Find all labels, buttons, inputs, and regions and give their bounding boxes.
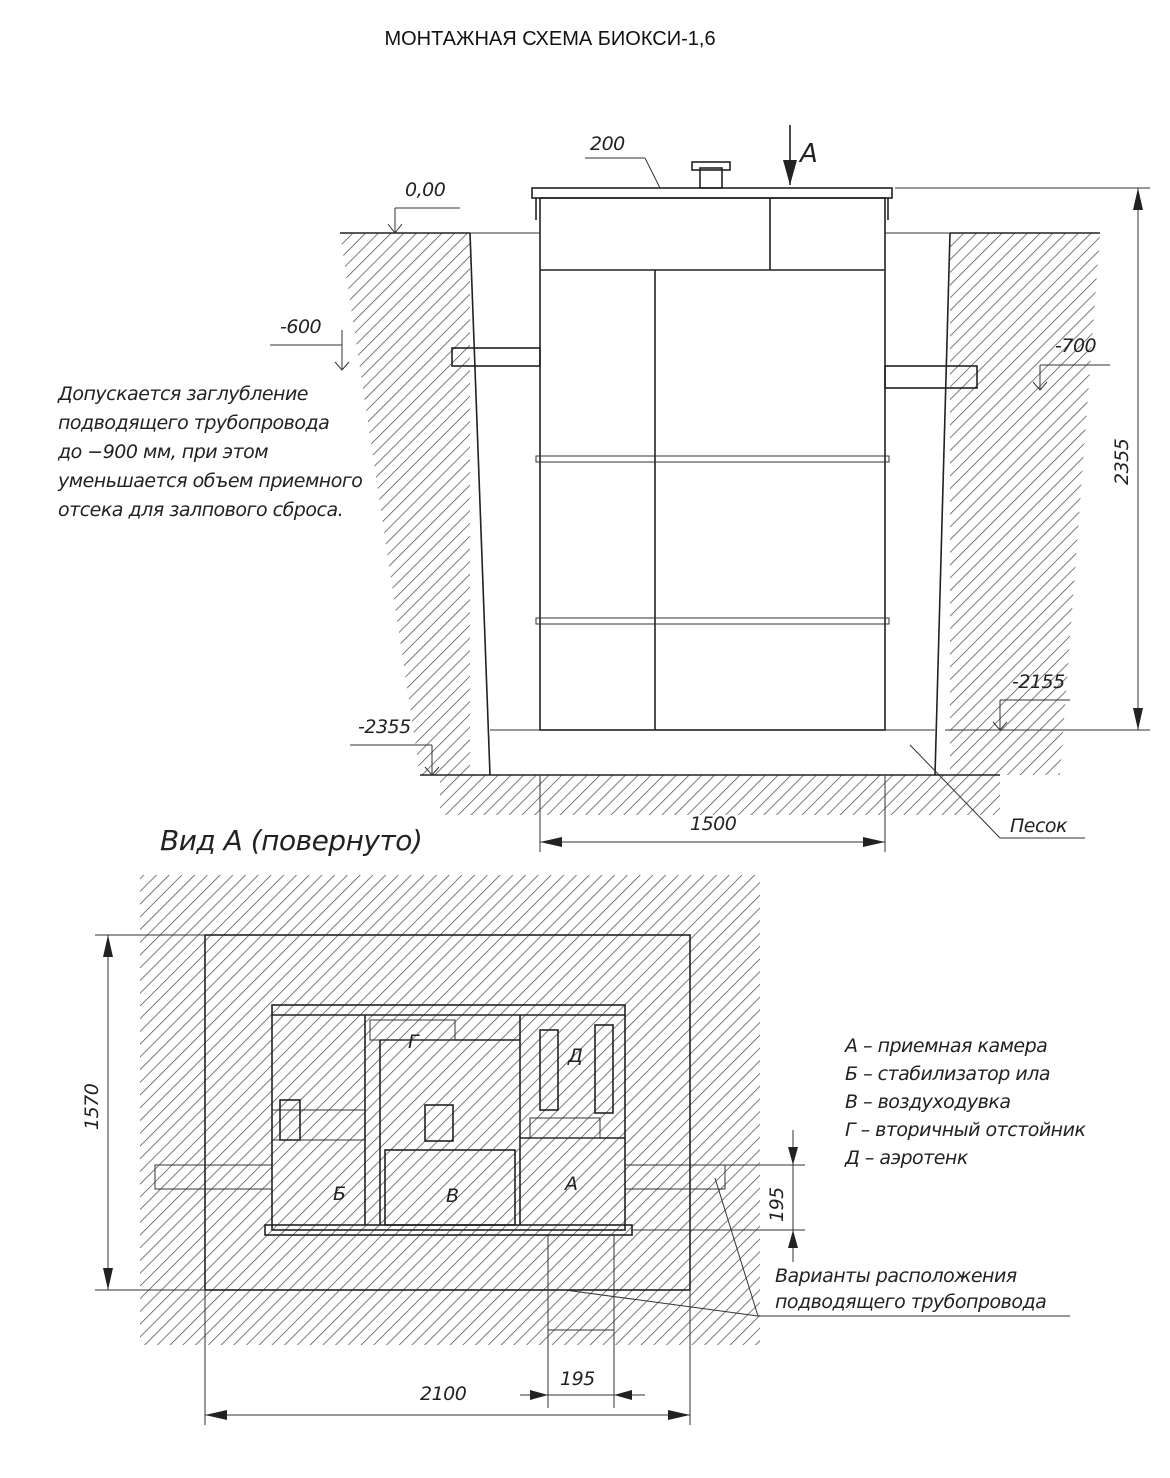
note-line: подводящего трубопровода xyxy=(58,412,329,434)
dim-width-label: 1500 xyxy=(690,813,737,835)
pipe-note-line: подводящего трубопровода xyxy=(775,1291,1046,1313)
dim-width: 1500 xyxy=(539,775,886,852)
plan-concrete xyxy=(204,934,691,1291)
legend-item: А – приемная камера xyxy=(843,1035,1047,1057)
dim-height-label: 2355 xyxy=(1111,438,1133,485)
compartment-v: В xyxy=(446,1185,459,1207)
legend-item: Д – аэротенк xyxy=(844,1147,969,1169)
inlet-pipe xyxy=(451,347,541,367)
soil-left xyxy=(340,233,490,775)
level-label-tank-bottom: -2155 xyxy=(1012,671,1065,693)
sand-label: Песок xyxy=(1010,815,1068,837)
section-view: 0,00 -600 -700 -2155 -2355 200 xyxy=(57,125,1150,852)
plan-view: Г Д Б В А 1570 2100 195 xyxy=(81,875,1087,1425)
level-label-pit-bottom: -2355 xyxy=(358,716,411,738)
dim-pipe-offset-bottom: 195 xyxy=(520,1290,645,1408)
dim-depth-label: 1570 xyxy=(81,1083,103,1130)
level-tank-bottom: -2155 xyxy=(992,671,1070,731)
tank-plan: Г Д Б В А xyxy=(264,1004,633,1236)
soil-bottom xyxy=(440,775,1000,815)
outlet-pipe xyxy=(884,365,978,389)
dim-top-offset: 200 xyxy=(585,133,661,189)
dim-plan-width-label: 2100 xyxy=(420,1383,467,1405)
dim-depth: 1570 xyxy=(81,934,205,1291)
pipe-variants-callout: Варианты расположения подводящего трубоп… xyxy=(564,1177,1070,1317)
level-label-inlet: -600 xyxy=(280,316,322,338)
compartment-a: А xyxy=(563,1173,578,1195)
note-line: Допускается заглубление xyxy=(57,383,308,405)
compartment-d: Д xyxy=(567,1045,582,1067)
note-line: до −900 мм, при этом xyxy=(57,441,268,463)
legend-item: В – воздуходувка xyxy=(845,1091,1011,1113)
compartment-g: Г xyxy=(408,1031,420,1053)
depth-note: Допускается заглубление подводящего труб… xyxy=(57,383,363,521)
dim-top-offset-label: 200 xyxy=(590,133,625,155)
compartment-b: Б xyxy=(333,1183,346,1205)
view-a-marker: А xyxy=(783,125,818,185)
sand-callout: Песок xyxy=(909,744,1085,839)
level-pit-bottom: -2355 xyxy=(350,716,440,776)
note-line: уменьшается объем приемного xyxy=(57,470,362,492)
plan-view-title: Вид А (повернуто) xyxy=(160,824,422,857)
dim-plan-width: 2100 xyxy=(204,1290,691,1425)
level-label-ground: 0,00 xyxy=(405,179,446,201)
dim-pipe-offset-side-label: 195 xyxy=(766,1187,788,1222)
legend-item: Б – стабилизатор ила xyxy=(845,1063,1050,1085)
level-inlet: -600 xyxy=(270,316,350,371)
dim-pipe-offset-side: 195 xyxy=(632,1130,805,1262)
note-line: отсека для залпового сброса. xyxy=(58,499,343,521)
pipe-note-line: Варианты расположения xyxy=(775,1265,1017,1287)
dim-height: 2355 xyxy=(895,187,1150,731)
level-outlet: -700 xyxy=(1032,335,1110,391)
level-label-outlet: -700 xyxy=(1055,335,1097,357)
tank-section xyxy=(451,161,978,731)
compartment-legend: А – приемная камера Б – стабилизатор ила… xyxy=(843,1035,1087,1169)
legend-item: Г – вторичный отстойник xyxy=(845,1119,1086,1141)
dim-pipe-offset-bottom-label: 195 xyxy=(560,1368,595,1390)
soil-right xyxy=(935,233,1100,775)
view-a-label: А xyxy=(798,139,817,169)
drawing-title: МОНТАЖНАЯ СХЕМА БИОКСИ-1,6 xyxy=(384,28,716,50)
level-ground: 0,00 xyxy=(387,179,460,234)
